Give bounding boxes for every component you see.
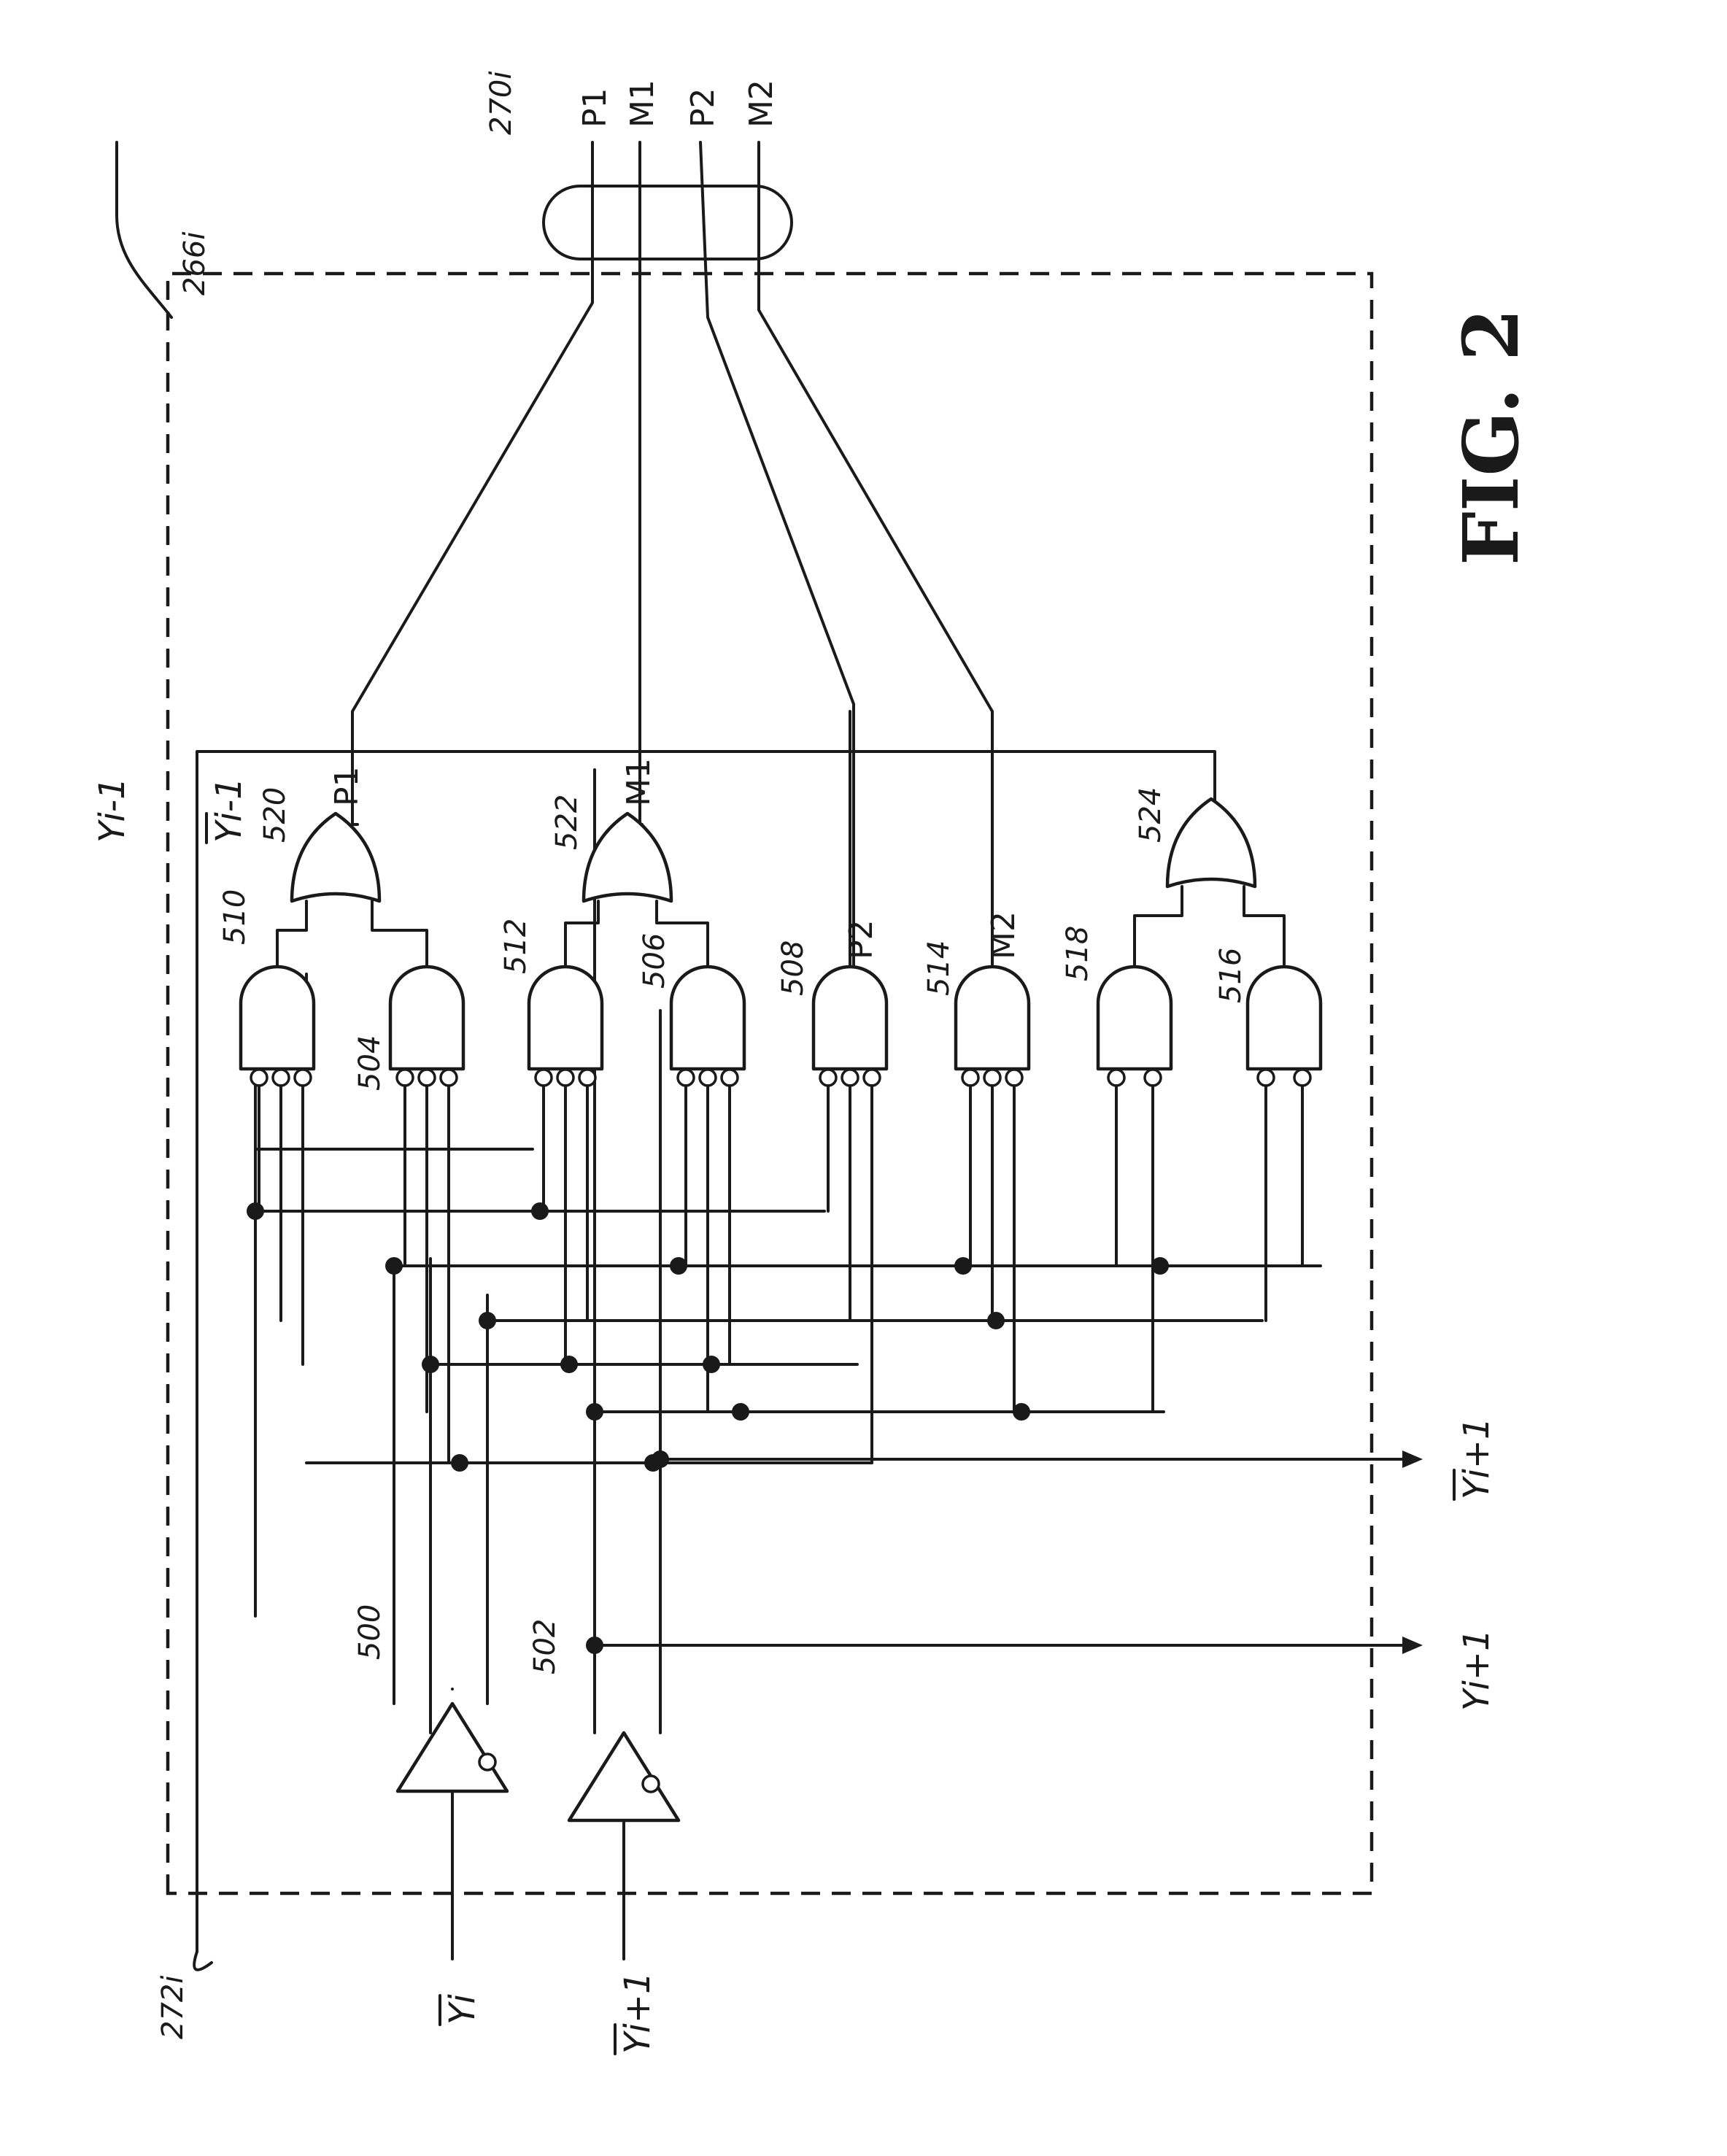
pin-m1: M1 bbox=[624, 80, 661, 128]
ref-and-506: 506 bbox=[638, 933, 671, 989]
buffer-502 bbox=[569, 1733, 679, 1959]
ref-and-510: 510 bbox=[218, 889, 252, 945]
signal-y-i-plus-1-bar-in: Yi+1 bbox=[617, 1971, 658, 2054]
buffer-500 bbox=[398, 1689, 507, 1959]
ref-or-522: 522 bbox=[550, 795, 584, 850]
ref-or-520: 520 bbox=[258, 787, 292, 843]
label-m2-out: M2 bbox=[985, 911, 1022, 959]
module-boundary bbox=[168, 274, 1372, 1893]
or-gate-522 bbox=[584, 814, 671, 901]
ref-bus: 270i bbox=[484, 72, 518, 135]
label-p1-out: P1 bbox=[328, 766, 366, 806]
or-gate-524 bbox=[1167, 799, 1255, 886]
ref-and-512: 512 bbox=[499, 919, 533, 974]
ref-and-516: 516 bbox=[1214, 948, 1248, 1003]
signal-y-i-bar-in: Yi bbox=[442, 1994, 483, 2025]
ref-and-514: 514 bbox=[922, 940, 956, 996]
ref-module: 266i bbox=[178, 232, 212, 295]
and-gate-518 bbox=[1098, 886, 1182, 1069]
signal-y-i-minus-1: Yi-1 bbox=[92, 777, 133, 843]
signal-y-i-minus-1-bar: Yi-1 bbox=[209, 777, 250, 843]
ref-buffer-500: 500 bbox=[353, 1604, 387, 1660]
ref-and-504: 504 bbox=[353, 1035, 387, 1091]
common-line-hook bbox=[194, 1952, 212, 1970]
figure-title: FIG. 2 bbox=[1446, 309, 1536, 565]
ref-or-524: 524 bbox=[1134, 787, 1167, 843]
pin-p2: P2 bbox=[684, 88, 722, 128]
gate-feed-wires bbox=[259, 1086, 1302, 1463]
and-gate-508 bbox=[814, 967, 886, 1069]
and-gate-510 bbox=[241, 901, 314, 1076]
signal-y-i-plus-1-out: Yi+1 bbox=[1456, 1628, 1497, 1711]
or-gate-520 bbox=[292, 814, 379, 901]
signal-y-i-plus-1-bar-out: Yi+1 bbox=[1456, 1417, 1497, 1499]
label-p2-out: P2 bbox=[843, 919, 880, 959]
bus-connector bbox=[544, 186, 792, 259]
pin-m2: M2 bbox=[743, 80, 780, 128]
and-gate-514 bbox=[956, 967, 1029, 1069]
and-input-bubbles bbox=[251, 1070, 1310, 1086]
and-gate-516 bbox=[1244, 886, 1321, 1069]
pin-p1: P1 bbox=[576, 88, 614, 128]
and-gate-512 bbox=[529, 901, 602, 1069]
ref-common-line: 272i bbox=[156, 1976, 190, 2039]
ref-buffer-502: 502 bbox=[528, 1619, 562, 1674]
bus-leader bbox=[117, 142, 171, 317]
ref-and-508: 508 bbox=[776, 940, 810, 996]
label-m1-out: M1 bbox=[620, 758, 657, 806]
ref-and-518: 518 bbox=[1061, 926, 1094, 981]
